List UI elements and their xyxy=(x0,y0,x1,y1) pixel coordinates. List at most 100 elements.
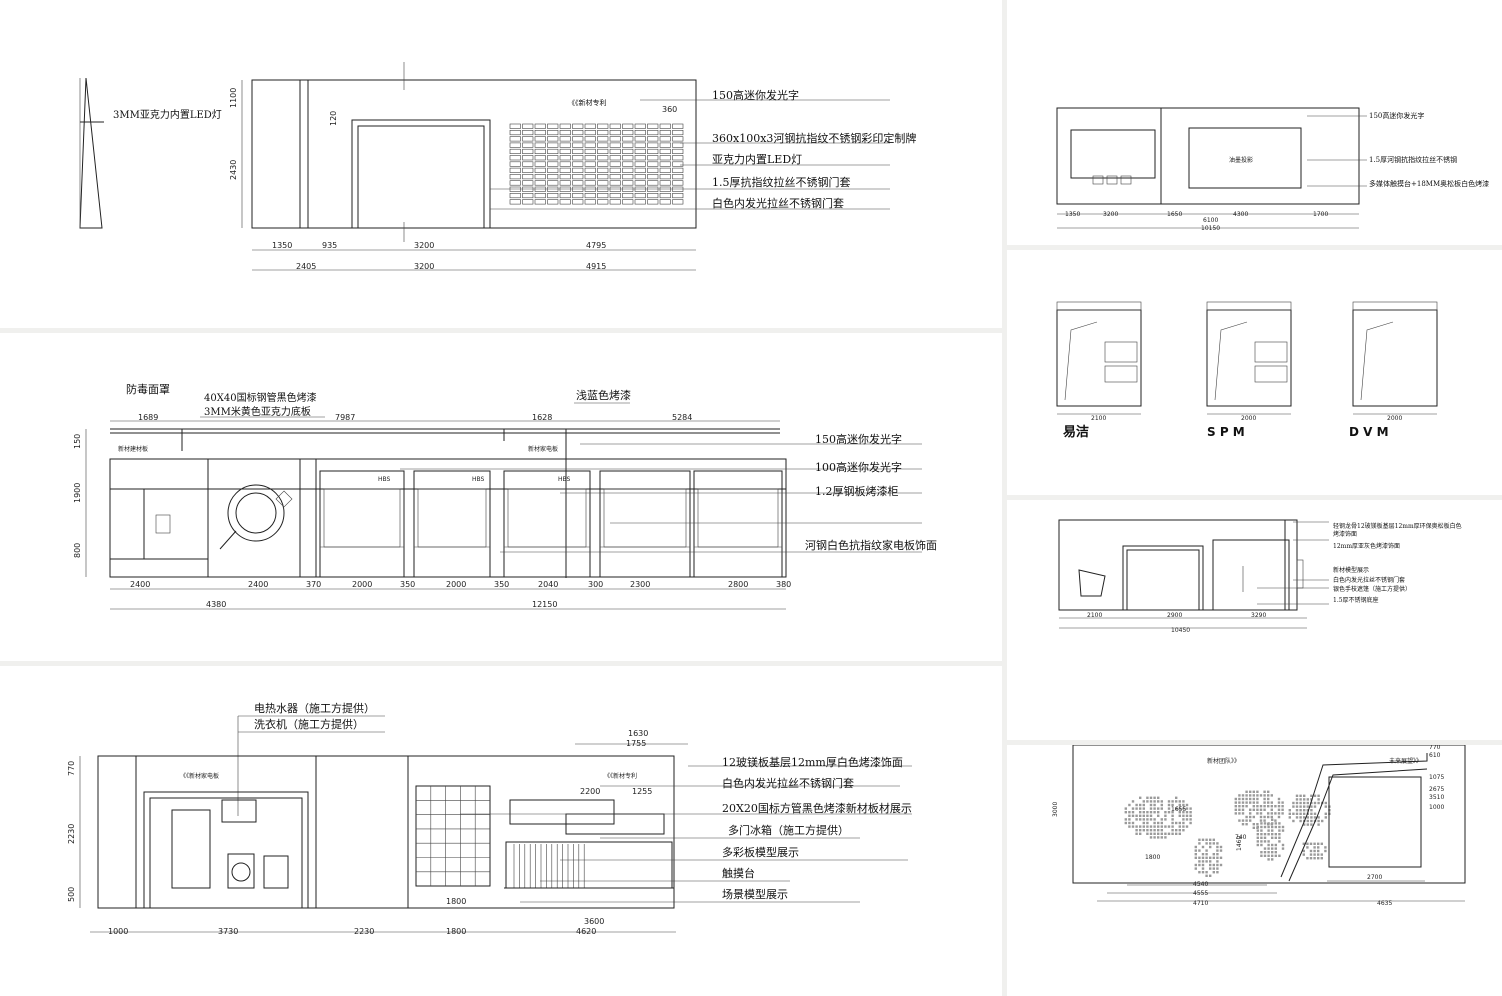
map-dot xyxy=(1149,836,1153,839)
grid-cell xyxy=(509,193,521,199)
grid-cell xyxy=(509,167,521,173)
map-dot xyxy=(1131,811,1135,814)
map-dot xyxy=(1278,833,1281,836)
dim-left-2: 1900 xyxy=(73,483,82,503)
hbs-label: HBS xyxy=(378,476,391,483)
map-dot xyxy=(1128,803,1131,807)
map-dot xyxy=(1263,854,1267,857)
map-dot xyxy=(1128,821,1131,825)
grid-cell xyxy=(559,193,571,199)
map-dot xyxy=(1164,825,1167,828)
map-dot xyxy=(1271,818,1274,821)
map-dot xyxy=(1295,794,1299,797)
map-dot xyxy=(1310,794,1313,797)
map-dot xyxy=(1245,790,1248,793)
dim-bottom-4: 4795 xyxy=(586,241,606,250)
map-dot xyxy=(1209,867,1212,870)
map-dot xyxy=(1249,790,1252,793)
map-dot xyxy=(1146,796,1149,799)
grid-cell xyxy=(559,148,571,154)
map-dot xyxy=(1160,829,1163,832)
map-dot xyxy=(1267,805,1270,808)
map-dot xyxy=(1320,842,1323,845)
map-dot xyxy=(1259,808,1263,811)
grid-cell xyxy=(622,174,634,180)
grid-cell xyxy=(647,167,659,173)
dim-inner-1: 1655 xyxy=(1171,806,1186,813)
map-dot xyxy=(1278,825,1281,829)
grid-cell xyxy=(584,161,596,167)
map-dot xyxy=(1260,829,1263,832)
dim-right: 3510 xyxy=(1429,794,1444,801)
grid-cell xyxy=(534,130,546,136)
map-dot xyxy=(1309,842,1313,845)
map-dot xyxy=(1267,829,1270,832)
map-dot xyxy=(1153,807,1156,810)
map-dot xyxy=(1149,825,1153,828)
map-dot xyxy=(1310,809,1313,812)
grid-cell xyxy=(534,161,546,167)
map-dot xyxy=(1256,833,1259,836)
map-dot xyxy=(1178,814,1181,817)
map-dot xyxy=(1219,845,1223,849)
grid-cell xyxy=(622,148,634,154)
map-dot xyxy=(1263,805,1266,808)
map-dot xyxy=(1324,812,1327,815)
map-dot xyxy=(1256,797,1259,801)
dim-bottom: 300 xyxy=(588,580,603,589)
map-dot xyxy=(1260,843,1263,847)
grid-cell xyxy=(659,161,671,167)
map-dot xyxy=(1271,833,1274,836)
grid-cell xyxy=(609,161,621,167)
map-dot xyxy=(1142,803,1145,807)
grid-cell xyxy=(647,136,659,142)
map-dot xyxy=(1212,856,1215,859)
map-dot xyxy=(1178,829,1181,832)
callout-7: 1.5厚不锈钢底座 xyxy=(1333,596,1379,604)
dim-inner-4: 1800 xyxy=(1145,854,1160,861)
map-dot xyxy=(1198,842,1201,845)
hbs-label: HBS xyxy=(472,476,485,483)
dim-total-1: 2405 xyxy=(296,262,316,271)
grid-cell xyxy=(547,148,559,154)
map-dot xyxy=(1142,818,1145,821)
map-dot xyxy=(1299,819,1302,823)
map-dot xyxy=(1278,829,1281,832)
grid-cell xyxy=(622,136,634,142)
map-dot xyxy=(1292,801,1295,805)
grid-cell xyxy=(509,155,521,161)
map-dot xyxy=(1288,809,1291,812)
grid-cell xyxy=(547,142,559,148)
dim-bottom: 2040 xyxy=(538,580,558,589)
map-dot xyxy=(1306,857,1309,860)
map-dot xyxy=(1135,829,1138,832)
dim-total-2: 3200 xyxy=(414,262,434,271)
map-dot xyxy=(1189,814,1192,817)
map-dot xyxy=(1259,805,1263,808)
map-dot xyxy=(1263,833,1267,836)
grid-cell xyxy=(559,155,571,161)
map-dot xyxy=(1256,823,1259,826)
callout-1: 150高迷你发光字 xyxy=(712,88,799,102)
dim-b-2: 4555 xyxy=(1193,890,1208,897)
map-dot xyxy=(1167,800,1171,803)
map-dot xyxy=(1274,854,1277,857)
map-dot xyxy=(1146,814,1149,817)
map-dot xyxy=(1249,819,1252,822)
map-dot xyxy=(1124,811,1127,814)
map-dot xyxy=(1317,798,1320,801)
map-dot xyxy=(1135,825,1138,828)
map-dot xyxy=(1135,818,1138,821)
grid-cell xyxy=(622,130,634,136)
map-dot xyxy=(1238,805,1241,808)
label-spm: S P M xyxy=(1207,425,1245,439)
map-dot xyxy=(1313,816,1317,819)
map-dot xyxy=(1278,836,1281,839)
grid-cell xyxy=(522,123,534,129)
grid-cell xyxy=(634,123,646,129)
map-dot xyxy=(1153,800,1156,803)
dim-left: 3000 xyxy=(1052,802,1059,817)
callout-touch-table: 触摸台 xyxy=(722,866,755,880)
unit-panel xyxy=(1064,321,1098,401)
elevation-4-drawing: 油墨投影 150高迷你发光字 1.5厚河钢抗指纹拉丝不锈钢 多媒体触摸台+18M… xyxy=(1056,107,1489,232)
